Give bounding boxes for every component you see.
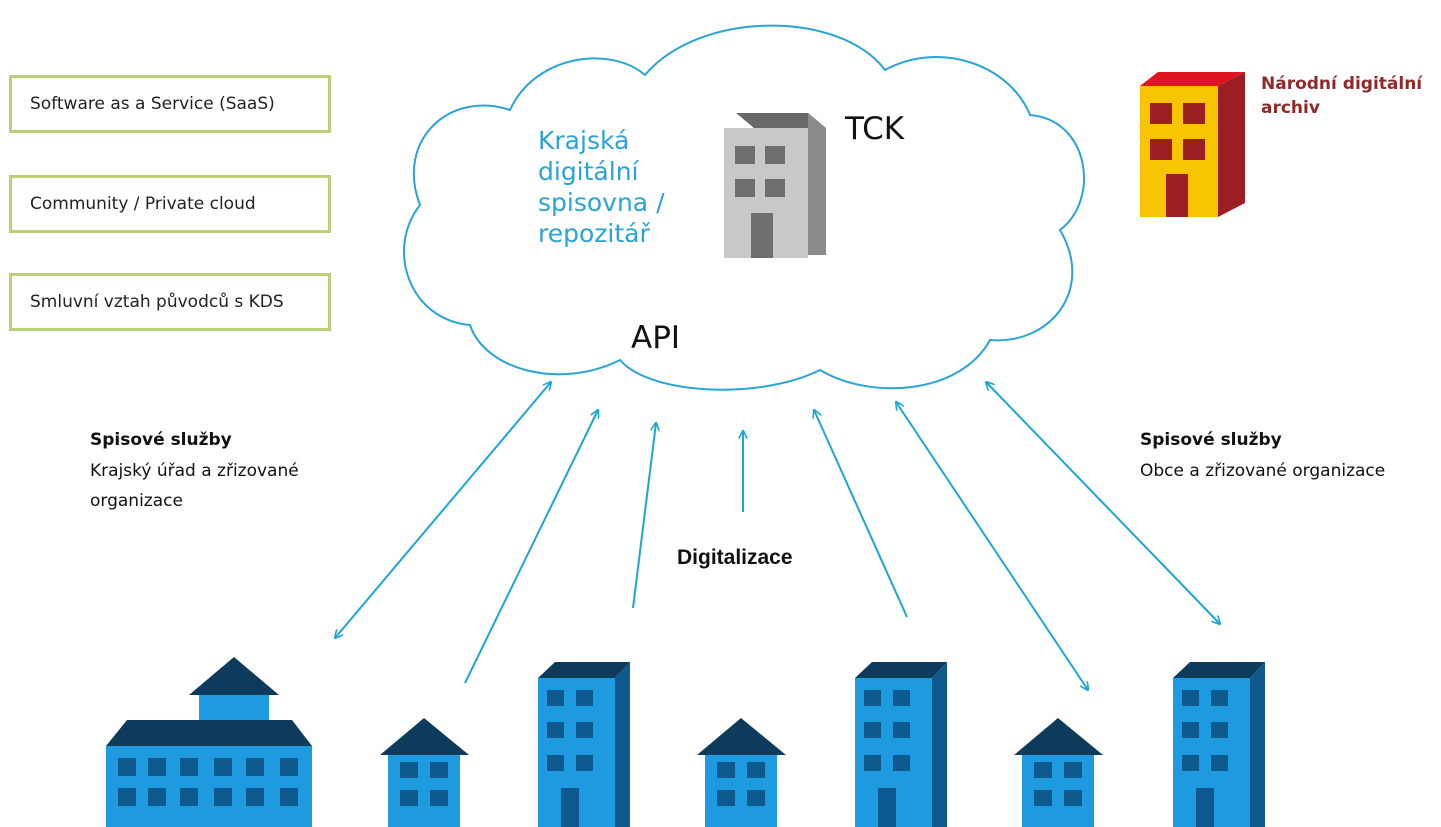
left-group-heading: Spisové služby [90,430,232,450]
office-tower-icon [538,662,630,827]
left-group-subtitle: Krajský úřad a zřizované organizace [90,461,299,511]
tck-building-icon [724,113,826,258]
arrows [335,382,1220,690]
office-tower-icon [855,662,947,827]
arrow-2 [464,410,598,684]
arrow-7 [986,382,1220,624]
community-cloud-box: Community / Private cloud [9,175,331,233]
community-cloud-label: Community / Private cloud [30,194,256,214]
right-group-heading: Spisové služby [1140,430,1282,450]
api-label: API [631,320,681,356]
contract-box: Smluvní vztah původců s KDS [9,273,331,331]
saas-box: Software as a Service (SaaS) [9,75,331,133]
contract-label: Smluvní vztah původců s KDS [30,292,284,312]
tck-label: TCK [845,111,905,147]
regional-office-building-icon [106,657,312,827]
arrow-6 [896,402,1088,690]
national-archive-building-icon [1140,72,1245,217]
house-icon [697,718,786,827]
arrow-1 [335,382,551,638]
office-tower-icon [1173,662,1265,827]
digitization-label: Digitalizace [677,546,793,569]
national-archive-label: Národní digitální archiv [1261,74,1423,118]
arrow-5 [814,410,908,618]
house-icon [1014,718,1103,827]
house-icon [380,718,469,827]
right-group-subtitle: Obce a zřizované organizace [1140,461,1386,481]
cloud-title: Krajská digitální spisovna / repozitář [538,126,665,248]
arrow-3 [632,423,656,609]
saas-label: Software as a Service (SaaS) [30,94,275,114]
